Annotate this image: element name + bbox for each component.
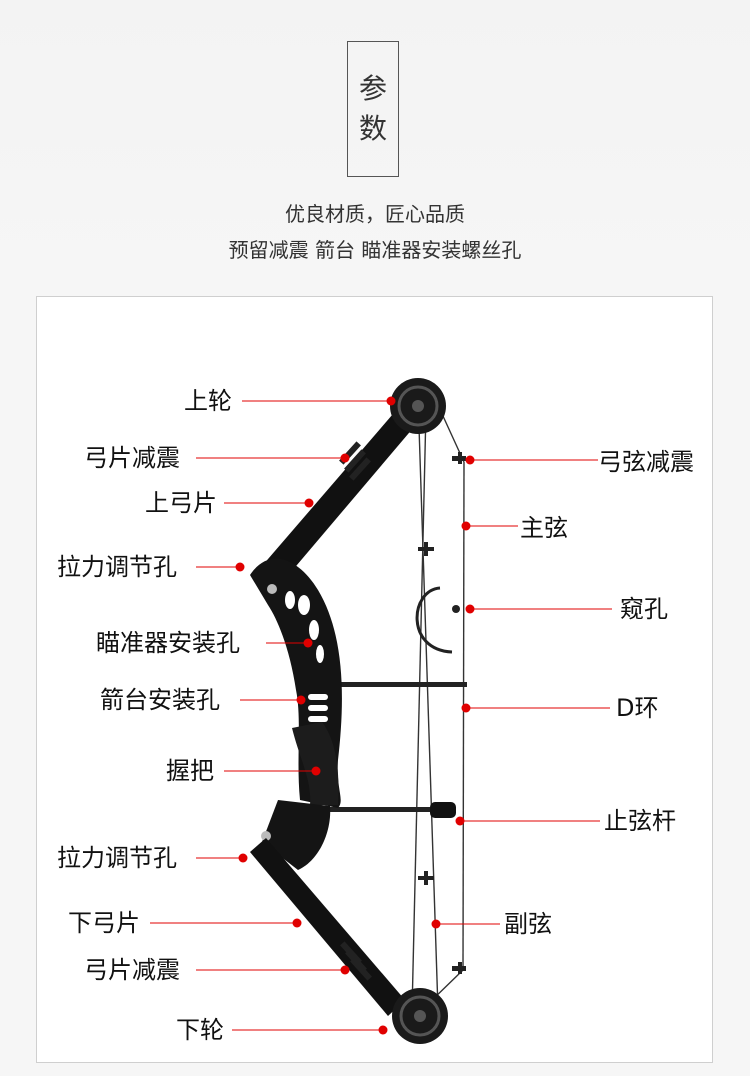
label-upper-limb-damper: 弓片减震 <box>84 444 180 472</box>
lower-cam-icon <box>392 988 448 1044</box>
label-string-damper: 弓弦减震 <box>598 448 694 476</box>
label-d-loop: D环 <box>616 694 659 722</box>
peep-sight-icon <box>452 605 460 613</box>
sight-mount-holes <box>285 591 324 663</box>
label-lower-cam: 下轮 <box>176 1016 224 1044</box>
label-cable: 副弦 <box>504 910 552 938</box>
grip-icon <box>292 722 339 805</box>
subtitle-line-1: 优良材质，匠心品质 <box>285 202 465 226</box>
label-main-string: 主弦 <box>520 514 568 542</box>
callout-dots <box>235 396 475 1035</box>
subtitle-line-2: 预留减震 箭台 瞄准器安装螺丝孔 <box>228 238 522 262</box>
title-char-2: 数 <box>358 112 387 145</box>
label-grip: 握把 <box>166 757 214 785</box>
arrow-rest-rod <box>335 682 467 687</box>
callout-lines <box>150 400 612 1031</box>
peep-loop <box>415 586 453 654</box>
string-stop-damper <box>430 802 456 818</box>
label-upper-cam: 上轮 <box>184 387 232 415</box>
label-lower-limb-damper: 弓片减震 <box>84 956 180 984</box>
label-lower-limb: 下弓片 <box>68 909 140 937</box>
lower-limb-damper-icon <box>340 941 372 981</box>
label-draw-adjust-lower: 拉力调节孔 <box>57 844 177 872</box>
title-char-1: 参 <box>358 72 387 105</box>
upper-cam-icon <box>390 378 446 434</box>
riser-bolt-upper <box>267 584 277 594</box>
diagram-panel <box>36 296 713 1063</box>
label-rest-mount: 箭台安装孔 <box>100 686 220 714</box>
label-string-stop: 止弦杆 <box>604 807 676 835</box>
upper-limb <box>262 400 425 585</box>
string-stop-rod <box>330 807 435 812</box>
label-peep: 窥孔 <box>620 595 668 623</box>
rest-mount-holes <box>308 694 328 722</box>
section-title-box: 参 数 <box>347 41 399 177</box>
label-draw-adjust-upper: 拉力调节孔 <box>57 553 177 581</box>
string-accessories <box>418 452 466 974</box>
riser-bolt-lower <box>261 831 271 841</box>
label-upper-limb: 上弓片 <box>145 489 217 517</box>
bow-strings <box>411 391 465 1013</box>
riser-lower <box>262 800 331 870</box>
lower-limb <box>250 838 405 1016</box>
label-sight-mount: 瞄准器安装孔 <box>96 629 240 657</box>
